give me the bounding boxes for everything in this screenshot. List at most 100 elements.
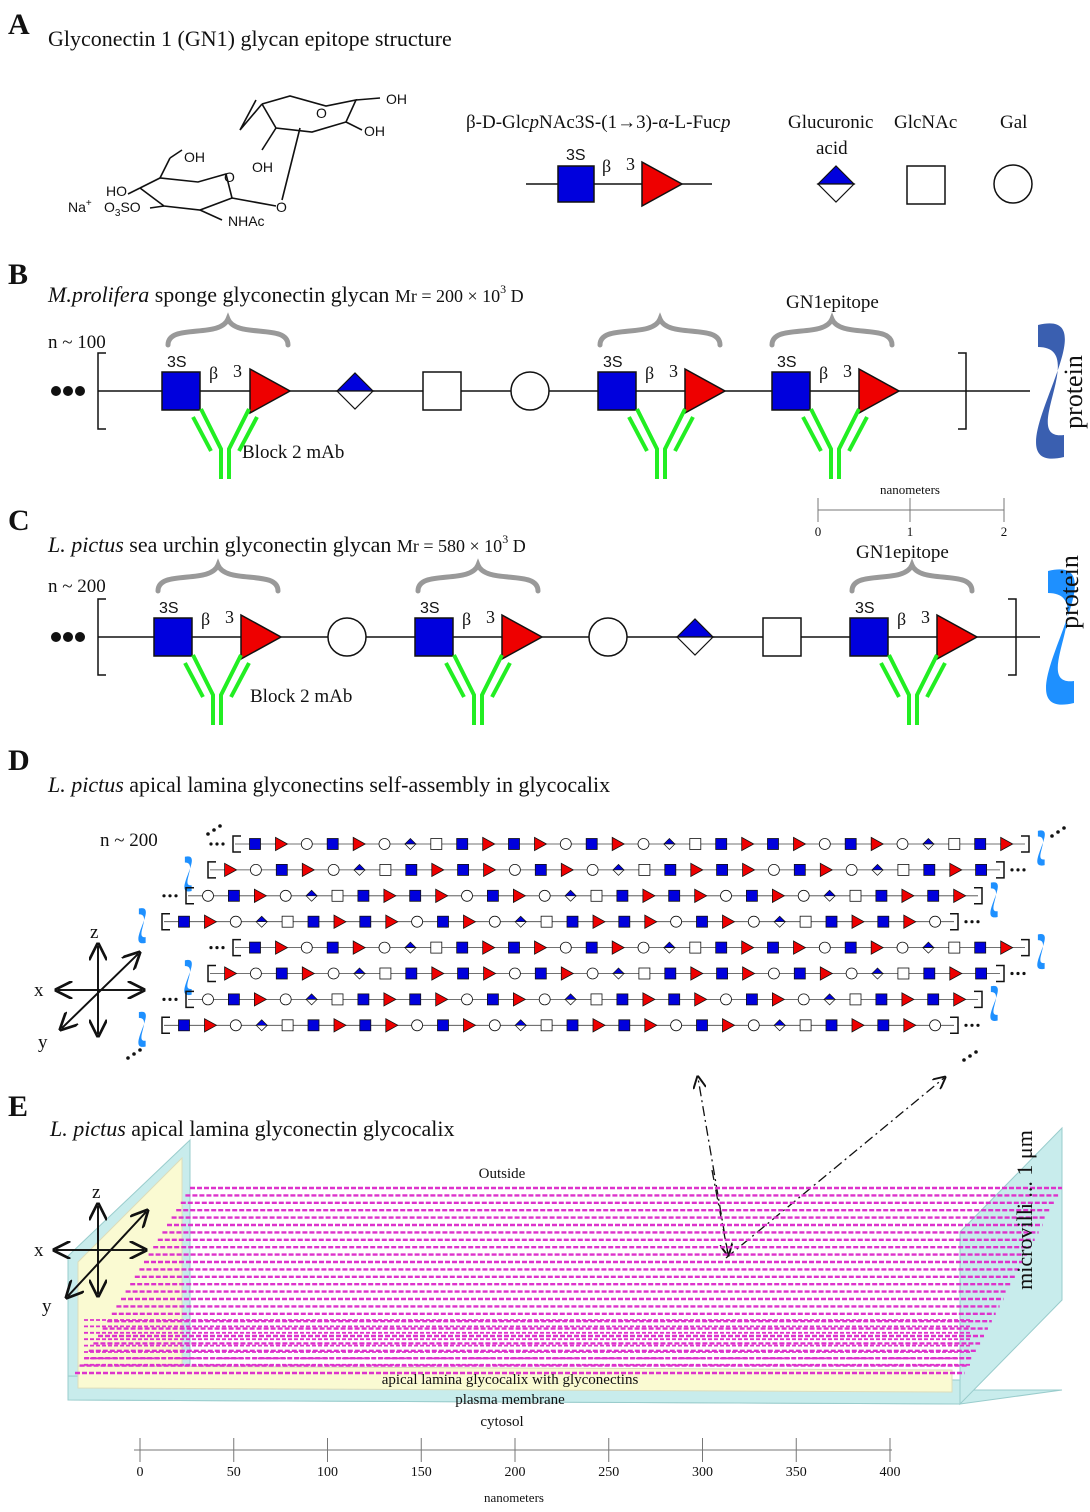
panel-d-axis-x: x (34, 980, 44, 1001)
glcnac3s-symbol (793, 967, 806, 980)
gal-symbol (509, 967, 521, 980)
gal-symbol (249, 864, 262, 876)
panel-e-axis-y: y (42, 1296, 52, 1317)
protein-shape (1046, 569, 1075, 705)
fucose-symbol (513, 992, 527, 1007)
ellipsis-dot (215, 842, 219, 846)
gal-symbol (538, 993, 551, 1006)
panel-e-microvilli: microvilli ... 1 μm (1012, 1130, 1037, 1290)
gal-symbol (768, 864, 780, 876)
fucose-symbol (694, 992, 708, 1007)
gal-symbol (586, 967, 599, 980)
chem-link-o: O (276, 199, 287, 215)
legend-glcnac: GlcNAc (894, 112, 957, 133)
fucose-symbol (534, 940, 548, 955)
panel-e-membrane: plasma membrane (455, 1392, 565, 1408)
fucose-symbol (741, 836, 755, 852)
gal-symbol (378, 838, 391, 850)
panel-e-title: L. pictus apical lamina glyconectin glyc… (49, 1116, 454, 1141)
glcnac3s-symbol (668, 889, 681, 902)
glcnac-symbol (590, 889, 603, 902)
glcnac3s-symbol (307, 915, 320, 928)
fucose-symbol (224, 862, 238, 878)
glcnac3s-symbol (357, 993, 370, 1006)
protein-shape (1037, 934, 1045, 970)
ellipsis-dot (212, 828, 216, 832)
gal-symbol (378, 941, 391, 954)
panel-c-epitope-label: GN1epitope (856, 542, 949, 563)
glcnac-symbol (762, 617, 802, 657)
fucose-symbol (483, 966, 497, 981)
antibody-icon (627, 408, 695, 479)
panel-e: E L. pictus apical lamina glyconectin gl… (8, 1090, 1063, 1430)
fucose-symbol (435, 888, 449, 904)
glucuronic-acid-symbol (353, 863, 366, 876)
glcnac3s-symbol (825, 915, 838, 928)
gal-symbol (670, 915, 682, 928)
fucose-symbol (690, 966, 704, 981)
ellipsis-dot (1010, 971, 1014, 976)
glcnac3s-symbol (326, 838, 339, 850)
sulfate-label: 3S (167, 354, 187, 371)
ellipsis-dot (1022, 868, 1026, 872)
gal-symbol (586, 864, 599, 876)
glcnac-symbol (422, 371, 462, 411)
ellipsis-dot (1016, 971, 1020, 976)
epitope-brace (849, 558, 975, 594)
glcnac3s-symbol (326, 941, 339, 954)
panel-b-n-label: n ~ 100 (48, 332, 106, 353)
fucose-symbol (513, 888, 527, 904)
fucose-symbol (644, 1018, 658, 1033)
ellipsis-dot (162, 997, 166, 1002)
fucose-symbol (333, 914, 347, 929)
ellipsis-dot (75, 632, 85, 642)
panel-e-glycocalix-label: apical lamina glycocalix with glyconecti… (382, 1372, 639, 1388)
panel-c-n-label: n ~ 200 (48, 576, 106, 597)
panel-e-letter: E (8, 1090, 28, 1123)
beta-label: β (209, 363, 218, 383)
fucose-symbol (1000, 940, 1014, 955)
fucose-symbol (501, 613, 544, 661)
glcnac3s-symbol (664, 967, 677, 980)
chem-ring-o-1: O (316, 105, 327, 121)
glucuronic-acid-symbol (816, 165, 856, 203)
glcnac3s-symbol (664, 864, 677, 876)
fucose-symbol (383, 888, 397, 904)
fucose-symbol (772, 992, 786, 1007)
linkage-label: 3 (921, 607, 930, 627)
panel-e-cytosol: cytosol (480, 1414, 523, 1430)
sulfate-label: 3S (855, 600, 875, 617)
glcnac3s-symbol (359, 1019, 372, 1032)
fucose-symbol (249, 367, 292, 415)
gal-symbol (300, 941, 313, 954)
gal-symbol (896, 838, 909, 850)
fucose-symbol (560, 862, 575, 878)
gal-symbol (510, 371, 550, 411)
glcnac3s-symbol (437, 915, 449, 928)
glcnac-symbol (638, 864, 651, 876)
fucose-symbol (463, 1018, 477, 1033)
gal-symbol (797, 889, 810, 902)
glcnac3s-symbol (975, 864, 987, 876)
panel-a-letter: A (8, 8, 30, 41)
glcnac-symbol (281, 1019, 294, 1032)
glcnac3s-symbol (457, 967, 470, 980)
monosaccharide-legend-symbols (816, 164, 1033, 205)
glcnac3s-symbol (357, 889, 370, 902)
glcnac-symbol (897, 967, 910, 980)
glcnac3s-symbol (153, 617, 193, 657)
panel-b-protein-label: protein (1059, 355, 1088, 429)
fucose-symbol (949, 966, 963, 981)
panel-c-mab-label: Block 2 mAb (250, 686, 352, 707)
glcnac3s-symbol (771, 371, 811, 411)
glcnac3s-symbol (875, 993, 888, 1006)
glucuronic-acid-symbol (922, 838, 935, 850)
fucose-symbol (953, 992, 967, 1007)
glcnac3s-symbol (508, 941, 520, 954)
glucuronic-acid-symbol (823, 889, 836, 902)
repeat-bracket-close (1021, 938, 1030, 957)
glucuronic-acid-symbol (663, 838, 676, 850)
sulfate-label: 3S (777, 354, 797, 371)
epitope-brace (155, 558, 281, 594)
epitope-brace (165, 312, 291, 348)
